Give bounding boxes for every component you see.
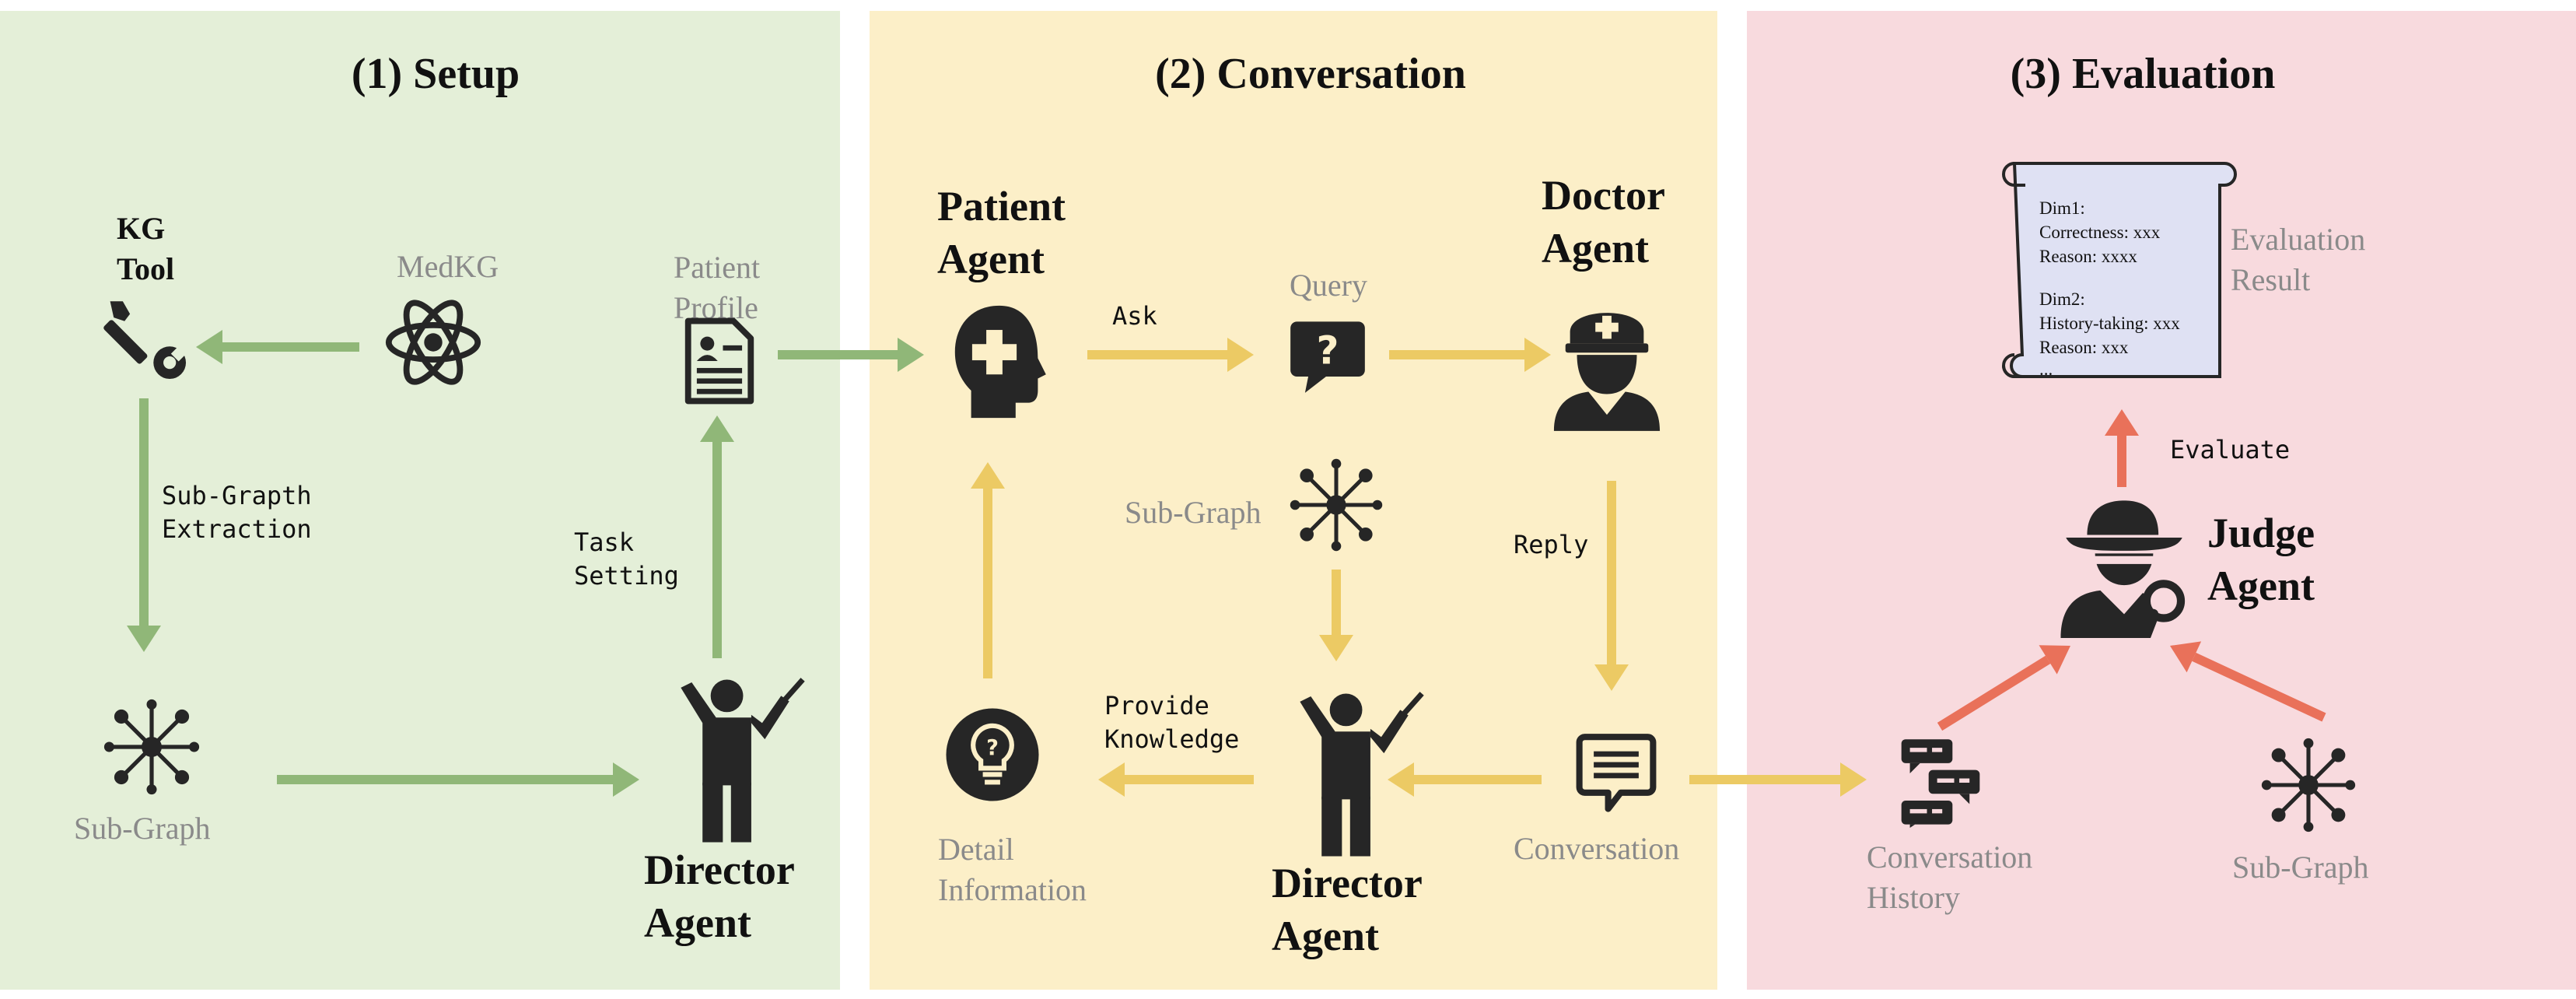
patient-profile-icon — [684, 317, 754, 405]
director-agent-icon-setup — [681, 678, 805, 843]
query-bubble-icon: ? — [1290, 321, 1365, 393]
director-agent-label-setup-line2: Agent — [644, 899, 751, 946]
arrow-conversation-to-director — [1388, 762, 1542, 797]
conversation-history-label-line1: Conversation — [1867, 840, 2033, 875]
conversation-message-icon — [1576, 734, 1657, 812]
arrow-history-to-judge — [1937, 645, 2070, 731]
medkg-label: MedKG — [397, 249, 499, 284]
patient-agent-label-line2: Agent — [937, 235, 1045, 282]
detail-information-label-line2: Information — [938, 872, 1087, 907]
judge-detective-icon — [2060, 500, 2186, 638]
arrow-medkg-to-kgtool — [196, 330, 359, 364]
arrow-judge-to-result — [2105, 409, 2139, 487]
evaluate-label: Evaluate — [2170, 435, 2291, 464]
director-agent-label-conversation: Director Agent — [1272, 857, 1423, 962]
subgraph-icon-setup — [103, 699, 200, 795]
director-agent-label-setup-line1: Director — [644, 847, 795, 893]
scroll-document-icon — [2001, 162, 2237, 378]
subgraph-icon-evaluation — [2261, 738, 2356, 832]
svg-text:?: ? — [1317, 328, 1339, 373]
subgraph-icon-conversation — [1290, 458, 1383, 552]
subgraph-extraction-label-line2: Extraction — [162, 514, 312, 545]
doctor-agent-label: Doctor Agent — [1542, 170, 1665, 275]
scroll-line-7: ... — [2039, 359, 2053, 379]
arrow-conversation-to-history — [1689, 762, 1867, 797]
subgraph-label-setup: Sub-Graph — [74, 811, 211, 846]
doctor-agent-label-line1: Doctor — [1542, 172, 1665, 219]
judge-agent-label: Judge Agent — [2207, 507, 2315, 612]
director-agent-label-conversation-line1: Director — [1272, 860, 1423, 906]
lightbulb-icon: ? — [946, 708, 1039, 801]
conversation-history-icon — [1901, 739, 1980, 828]
scroll-line-5: History-taking: xxx — [2039, 314, 2180, 333]
setup-title: (1) Setup — [351, 50, 520, 98]
arrow-kgtool-to-subgraph — [127, 398, 161, 652]
wrench-icon — [103, 301, 191, 380]
ask-label: Ask — [1112, 301, 1157, 331]
evaluation-result-label-line2: Result — [2231, 262, 2311, 297]
judge-agent-label-line1: Judge — [2207, 510, 2315, 556]
doctor-agent-label-line2: Agent — [1542, 224, 1649, 272]
arrow-subgraph-to-judge — [2170, 641, 2326, 722]
evaluation-result-label-line1: Evaluation — [2231, 222, 2366, 257]
task-setting-label: Task Setting — [574, 526, 679, 593]
svg-text:?: ? — [986, 736, 999, 760]
kg-tool-label: KG Tool — [117, 209, 174, 289]
patient-head-icon — [954, 305, 1046, 419]
arrow-subgraph-to-director — [277, 762, 639, 797]
arrow-doctor-to-conversation — [1594, 481, 1629, 691]
subgraph-extraction-label: Sub-Grapth Extraction — [162, 479, 312, 546]
arrow-detail-to-patient — [971, 462, 1005, 678]
atom-icon — [385, 300, 481, 385]
provide-knowledge-label-line1: Provide — [1104, 691, 1209, 720]
arrow-query-to-doctor — [1389, 338, 1551, 372]
subgraph-extraction-label-line1: Sub-Grapth — [162, 481, 312, 510]
evaluation-title: (3) Evaluation — [2010, 50, 2276, 98]
subgraph-label-evaluation: Sub-Graph — [2232, 850, 2369, 885]
query-label: Query — [1290, 268, 1367, 303]
scroll-line-2: Correctness: xxx — [2039, 223, 2161, 242]
scroll-line-1: Dim1: — [2039, 198, 2085, 218]
doctor-icon — [1553, 313, 1661, 431]
arrow-patient-to-query — [1087, 338, 1254, 372]
patient-agent-label-line1: Patient — [937, 183, 1066, 230]
conversation-history-label: Conversation History — [1867, 837, 2032, 918]
judge-agent-label-line2: Agent — [2207, 562, 2315, 609]
patient-agent-label: Patient Agent — [937, 181, 1066, 286]
arrow-director-to-detail — [1098, 762, 1254, 797]
conversation-panel — [870, 11, 1717, 990]
reply-label: Reply — [1514, 530, 1589, 559]
conversation-label: Conversation — [1514, 831, 1680, 866]
patient-profile-label-line1: Patient — [674, 250, 761, 285]
task-setting-label-line1: Task — [574, 528, 635, 557]
director-agent-label-conversation-line2: Agent — [1272, 912, 1379, 959]
arrow-subgraph-to-director-conv — [1319, 570, 1353, 661]
scroll-line-6: Reason: xxx — [2039, 338, 2129, 357]
scroll-line-3: Reason: xxxx — [2039, 247, 2137, 266]
subgraph-label-conversation: Sub-Graph — [1125, 495, 1262, 530]
evaluation-result-label: Evaluation Result — [2231, 219, 2365, 300]
provide-knowledge-label-line2: Knowledge — [1104, 724, 1240, 755]
director-agent-icon-conversation — [1300, 692, 1424, 857]
kg-tool-label-line2: Tool — [117, 251, 175, 286]
task-setting-label-line2: Setting — [574, 561, 679, 591]
arrow-director-to-profile — [700, 415, 734, 658]
detail-information-label-line1: Detail — [938, 832, 1014, 867]
kg-tool-label-line1: KG — [117, 211, 166, 246]
provide-knowledge-label: Provide Knowledge — [1104, 689, 1239, 756]
conversation-history-label-line2: History — [1867, 880, 1960, 915]
scroll-line-4: Dim2: — [2039, 289, 2085, 309]
arrow-profile-to-patient — [778, 338, 924, 372]
patient-profile-label: Patient Profile — [674, 247, 760, 328]
detail-information-label: Detail Information — [938, 829, 1087, 910]
conversation-title: (2) Conversation — [1155, 50, 1466, 98]
director-agent-label-setup: Director Agent — [644, 844, 795, 949]
